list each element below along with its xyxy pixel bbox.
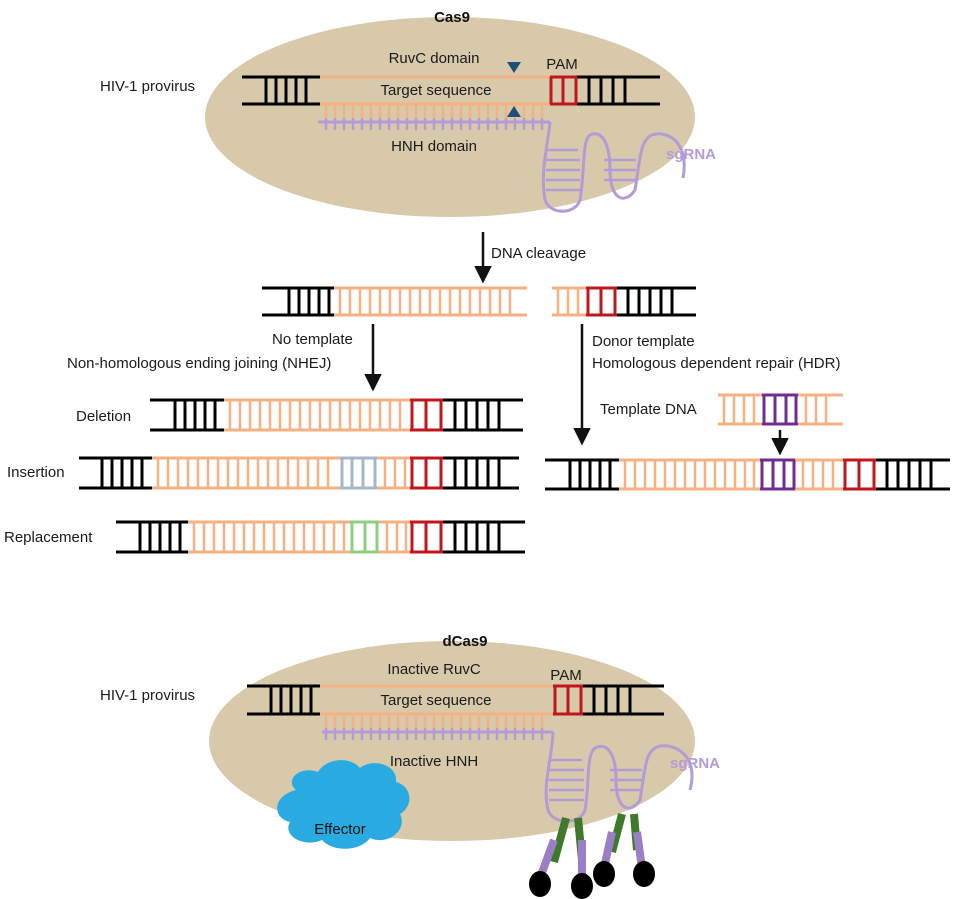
insertion-dna: [79, 456, 519, 490]
deletion-dna: [150, 398, 523, 432]
dcas9-sgrna-strand: [322, 728, 694, 823]
cas9-pam-rungs: [549, 75, 578, 106]
cleaved-fragment-right: [552, 286, 696, 317]
dcas9-pam-rungs: [553, 684, 583, 716]
insertion-label: Insertion: [7, 464, 65, 481]
effector-label: Effector: [314, 821, 365, 838]
deletion-label: Deletion: [76, 408, 131, 425]
dcas9-pam-label: PAM: [550, 667, 581, 684]
cas9-ruvc-cut-marker: [507, 62, 521, 73]
dcas9-dna-rungs-right: [592, 686, 632, 714]
cas9-sgrna-label: sgRNA: [666, 146, 716, 163]
cas9-provirus-label: HIV-1 provirus: [100, 78, 195, 95]
hdr-line2: Homologous dependent repair (HDR): [592, 355, 840, 372]
cas9-ruvc-label: RuvC domain: [389, 50, 480, 67]
cas9-sgrna-strand: [318, 118, 686, 213]
dcas9-hnh-label: Inactive HNH: [390, 753, 478, 770]
dcas9-dna-rungs-left: [269, 686, 313, 714]
cas9-hnh-label: HNH domain: [391, 138, 477, 155]
cas9-dna-rungs-right: [587, 77, 627, 104]
cas9-target-label: Target sequence: [381, 82, 492, 99]
nhej-line2: Non-homologous ending joining (NHEJ): [67, 355, 331, 372]
cas9-hnh-cut-marker: [507, 106, 521, 117]
replacement-dna: [116, 520, 525, 554]
effector-tethers: [529, 812, 655, 899]
cas9-pam-label: PAM: [546, 56, 577, 73]
template-dna: [718, 393, 843, 426]
replacement-label: Replacement: [4, 529, 93, 546]
dcas9-target-label: Target sequence: [381, 692, 492, 709]
cleavage-label: DNA cleavage: [491, 245, 586, 262]
template-dna-label: Template DNA: [600, 401, 697, 418]
dcas9-provirus-label: HIV-1 provirus: [100, 687, 195, 704]
hdr-line1: Donor template: [592, 333, 695, 350]
cas9-protein: [205, 17, 695, 217]
dcas9-sgrna-label: sgRNA: [670, 755, 720, 772]
cas9-title: Cas9: [434, 9, 470, 26]
effector-cloud: Effector: [277, 760, 410, 849]
dcas9-title: dCas9: [442, 633, 487, 650]
nhej-line1: No template: [272, 331, 353, 348]
dcas9-panel: dCas9 HIV-1 provirus Inactive RuvC PAM T…: [100, 633, 720, 841]
dcas9-rna-dna-hybrid: [324, 714, 544, 728]
cas9-panel: Cas9 HIV-1 provirus RuvC domain PAM Targ…: [100, 9, 716, 217]
cas9-dna-rungs-left: [264, 77, 308, 104]
dcas9-ruvc-label: Inactive RuvC: [387, 661, 481, 678]
hdr-result-dna: [545, 458, 950, 491]
cleaved-fragment-left: [262, 286, 527, 317]
